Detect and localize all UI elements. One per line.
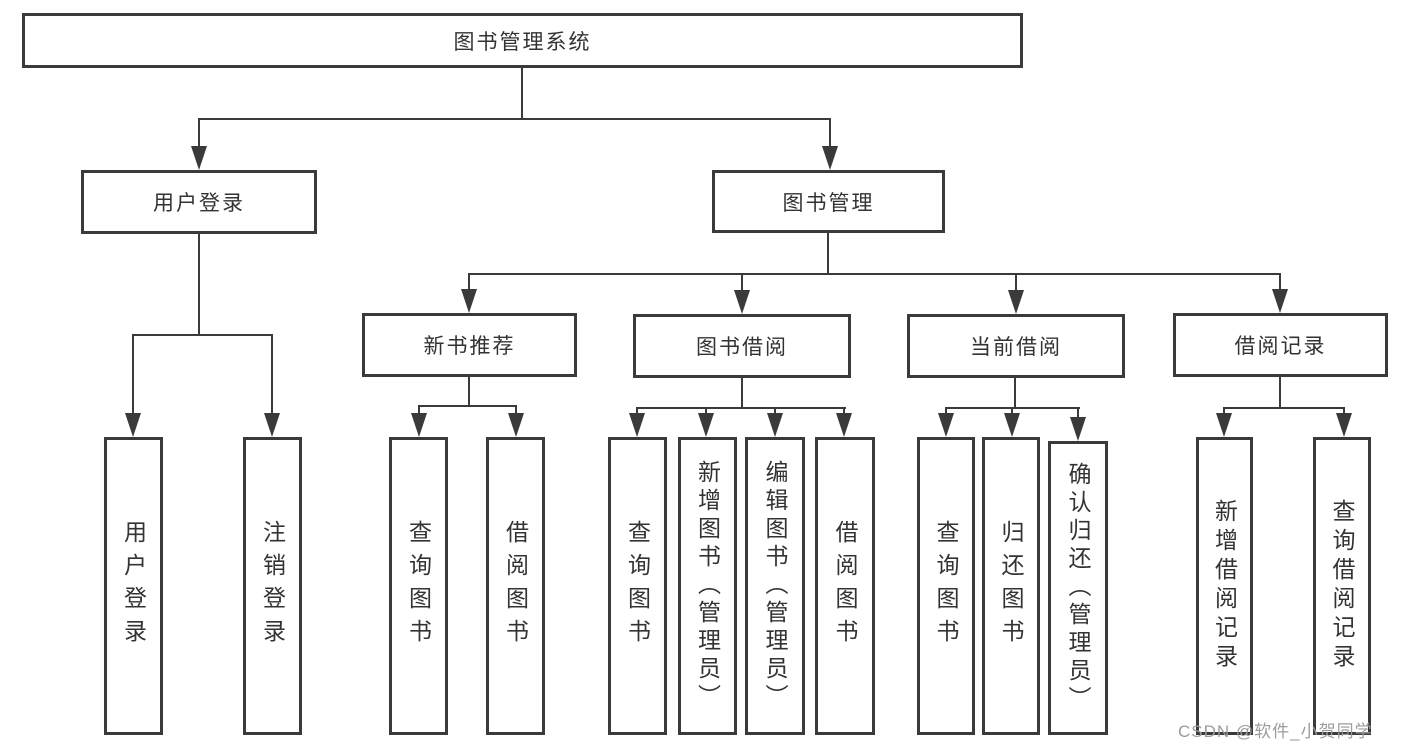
- arrow-down-icon: [125, 413, 141, 437]
- connector-mgmt-branch: [468, 273, 1281, 275]
- connector-stem: [741, 378, 743, 407]
- leaf-label: 归还图书: [998, 520, 1024, 652]
- leaf-box-user-login: 用户登录: [104, 437, 163, 735]
- connector-stem: [1279, 377, 1281, 407]
- connector-to-new-book: [468, 273, 470, 291]
- connector-to-current-borrow: [1015, 273, 1017, 291]
- connector-to-leaf: [1223, 407, 1225, 415]
- leaf-label: 新增图书（管理员）: [694, 460, 721, 712]
- arrow-down-icon: [264, 413, 280, 437]
- arrow-down-icon: [698, 413, 714, 437]
- node-label: 用户登录: [153, 192, 245, 215]
- connector-to-user-login: [198, 118, 200, 148]
- leaf-label: 编辑图书（管理员）: [762, 460, 788, 712]
- connector-to-leaf: [1011, 407, 1013, 415]
- connector-to-leaf: [636, 407, 638, 415]
- connector-root-branch: [198, 118, 831, 120]
- connector-stem: [1014, 378, 1016, 407]
- node-label: 图书管理: [782, 191, 875, 215]
- connector-branch: [1223, 407, 1345, 409]
- leaf-box-query-borrow-record: 查询借阅记录: [1313, 437, 1371, 735]
- arrow-down-icon: [191, 146, 207, 170]
- leaf-label: 查询图书: [624, 520, 651, 652]
- connector-to-leaf: [774, 407, 776, 415]
- leaf-label: 用户登录: [120, 520, 147, 652]
- leaf-label: 借阅图书: [832, 520, 858, 652]
- arrow-down-icon: [461, 289, 477, 313]
- node-label: 当前借阅: [970, 336, 1062, 359]
- connector-mgmt-stem: [827, 233, 829, 273]
- arrow-down-icon: [1070, 417, 1086, 441]
- node-label: 图书管理系统: [453, 30, 592, 54]
- node-box-book-borrow: 图书借阅: [633, 314, 851, 378]
- connector-branch: [636, 407, 846, 409]
- arrow-down-icon: [822, 146, 838, 170]
- leaf-label: 查询图书: [933, 520, 959, 652]
- arrow-down-icon: [836, 413, 852, 437]
- arrow-down-icon: [1008, 290, 1024, 314]
- leaf-label: 注销登录: [259, 520, 286, 652]
- leaf-box-edit-book-admin: 编辑图书（管理员）: [745, 437, 805, 735]
- leaf-box-query-books-current: 查询图书: [917, 437, 975, 735]
- leaf-box-borrow-books-recommend: 借阅图书: [486, 437, 545, 735]
- leaf-label: 确认归还（管理员）: [1065, 462, 1091, 714]
- node-label: 借阅记录: [1234, 335, 1327, 358]
- leaf-label: 查询借阅记录: [1329, 499, 1355, 673]
- node-box-book-management: 图书管理: [712, 170, 945, 233]
- connector-to-leaf: [705, 407, 707, 415]
- connector-to-leaf: [1077, 407, 1079, 417]
- arrow-down-icon: [767, 413, 783, 437]
- connector-to-book-management: [829, 118, 831, 148]
- arrow-down-icon: [1004, 413, 1020, 437]
- leaf-box-confirm-return-admin: 确认归还（管理员）: [1048, 441, 1108, 735]
- node-box-current-borrow: 当前借阅: [907, 314, 1125, 378]
- connector-root-stem: [521, 68, 523, 118]
- arrow-down-icon: [629, 413, 645, 437]
- node-box-user-login: 用户登录: [81, 170, 317, 234]
- leaf-box-query-books-borrow: 查询图书: [608, 437, 667, 735]
- leaf-label: 新增借阅记录: [1211, 499, 1238, 673]
- node-box-borrow-records: 借阅记录: [1173, 313, 1388, 377]
- arrow-down-icon: [1272, 289, 1288, 313]
- arrow-down-icon: [938, 413, 954, 437]
- connector-to-leaf: [271, 334, 273, 415]
- connector-login-stem: [198, 234, 200, 334]
- connector-to-leaf: [515, 405, 517, 415]
- connector-to-leaf: [945, 407, 947, 415]
- leaf-box-return-books: 归还图书: [982, 437, 1040, 735]
- leaf-box-add-book-admin: 新增图书（管理员）: [678, 437, 737, 735]
- connector-to-leaf: [843, 407, 845, 415]
- connector-to-leaf: [132, 334, 134, 415]
- node-label: 新书推荐: [423, 335, 516, 358]
- connector-branch: [418, 405, 517, 407]
- connector-login-branch: [132, 334, 273, 336]
- leaf-box-borrow-books: 借阅图书: [815, 437, 875, 735]
- node-box-new-book-recommend: 新书推荐: [362, 313, 577, 377]
- leaf-label: 借阅图书: [502, 520, 529, 652]
- node-box-library-management-system: 图书管理系统: [22, 13, 1023, 68]
- arrow-down-icon: [411, 413, 427, 437]
- leaf-box-logout: 注销登录: [243, 437, 302, 735]
- csdn-watermark: CSDN @软件_小贺同学: [1178, 722, 1373, 741]
- arrow-down-icon: [1216, 413, 1232, 437]
- connector-to-book-borrow: [741, 273, 743, 291]
- connector-to-leaf: [1343, 407, 1345, 415]
- leaf-box-add-borrow-record: 新增借阅记录: [1196, 437, 1253, 735]
- arrow-down-icon: [734, 290, 750, 314]
- connector-to-borrow-records: [1279, 273, 1281, 291]
- arrow-down-icon: [1336, 413, 1352, 437]
- arrow-down-icon: [508, 413, 524, 437]
- leaf-label: 查询图书: [405, 520, 432, 652]
- leaf-box-query-books-recommend: 查询图书: [389, 437, 448, 735]
- node-label: 图书借阅: [696, 336, 788, 359]
- connector-to-leaf: [418, 405, 420, 415]
- connector-stem: [468, 377, 470, 405]
